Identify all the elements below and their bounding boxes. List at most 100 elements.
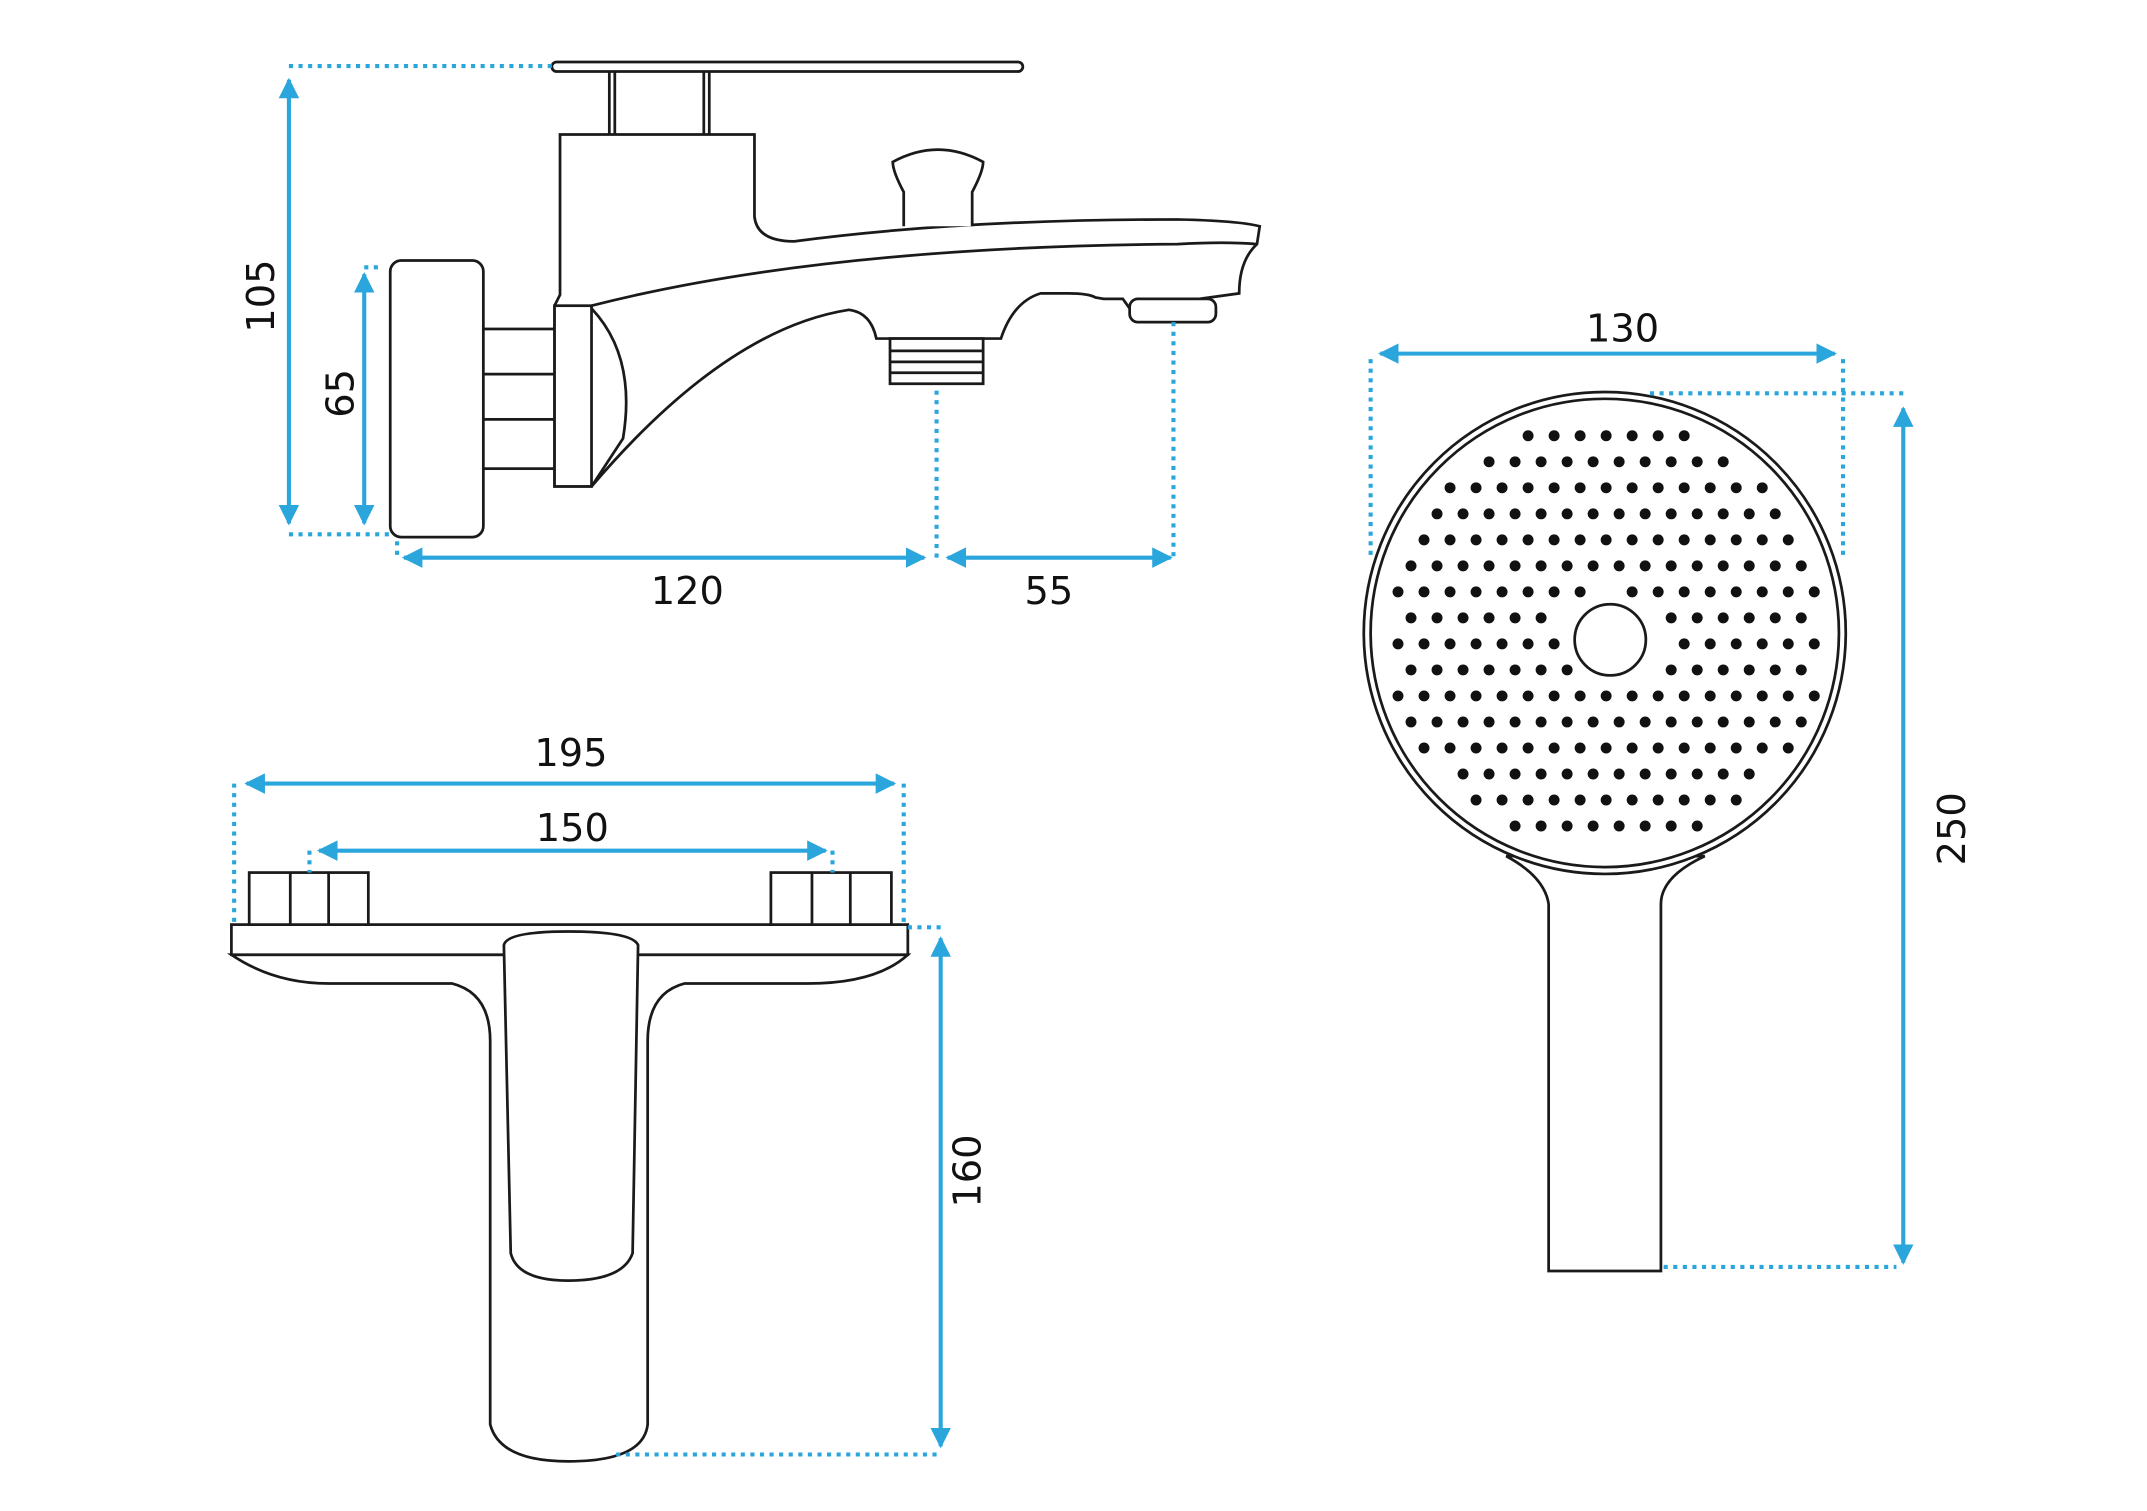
shower-handle bbox=[1505, 854, 1706, 1273]
nozzle-dot bbox=[1561, 456, 1573, 468]
nozzle-dot bbox=[1639, 820, 1651, 832]
nozzle-dot bbox=[1626, 534, 1638, 546]
nozzle-dot bbox=[1600, 742, 1612, 754]
nozzle-dot bbox=[1444, 534, 1456, 546]
nozzle-dot bbox=[1509, 768, 1521, 780]
nozzle-dot bbox=[1665, 508, 1677, 520]
nozzle-dot bbox=[1782, 690, 1794, 702]
nozzle-dot bbox=[1782, 534, 1794, 546]
nozzle-dot bbox=[1691, 612, 1703, 624]
nozzle-dot bbox=[1548, 638, 1560, 650]
nozzle-dot bbox=[1522, 534, 1534, 546]
nozzle-dot bbox=[1665, 716, 1677, 728]
nozzle-dot bbox=[1600, 534, 1612, 546]
nozzle-dot bbox=[1535, 716, 1547, 728]
nozzle-dot bbox=[1483, 716, 1495, 728]
nozzle-dot bbox=[1678, 638, 1690, 650]
nozzle-dot bbox=[1509, 716, 1521, 728]
faucet-body bbox=[553, 133, 1262, 488]
nozzle-dot bbox=[1600, 430, 1612, 442]
nozzle-dot bbox=[1704, 690, 1716, 702]
nozzle-dot bbox=[1691, 768, 1703, 780]
nozzle-dot bbox=[1405, 560, 1417, 572]
nozzle-dot bbox=[1496, 586, 1508, 598]
nozzle-dot bbox=[1652, 430, 1664, 442]
nozzle-dot bbox=[1756, 534, 1768, 546]
nozzle-dot bbox=[1756, 586, 1768, 598]
dim-connection-spacing: 150 bbox=[536, 806, 609, 851]
nozzle-dot bbox=[1782, 638, 1794, 650]
nozzle-dot bbox=[1496, 794, 1508, 806]
nozzle-dot bbox=[1691, 456, 1703, 468]
nozzle-dot bbox=[1717, 768, 1729, 780]
nozzle-dot bbox=[1626, 794, 1638, 806]
side-view-dimensions: 105 65 120 55 bbox=[239, 64, 1176, 614]
nozzle-dot bbox=[1561, 508, 1573, 520]
nozzle-dot bbox=[1405, 716, 1417, 728]
nozzle-dot bbox=[1613, 716, 1625, 728]
nozzle-dot bbox=[1808, 638, 1820, 650]
nozzle-dot bbox=[1405, 612, 1417, 624]
nozzle-dot bbox=[1561, 560, 1573, 572]
nozzle-dot bbox=[1535, 820, 1547, 832]
nozzle-dot bbox=[1522, 794, 1534, 806]
nozzle-dot bbox=[1509, 560, 1521, 572]
aerator bbox=[1128, 297, 1218, 324]
flange bbox=[553, 304, 593, 488]
nozzle-dot bbox=[1470, 742, 1482, 754]
nozzle-dot bbox=[1431, 664, 1443, 676]
nozzle-dot bbox=[1470, 638, 1482, 650]
nozzle-dot bbox=[1470, 586, 1482, 598]
nozzle-dot bbox=[1522, 690, 1534, 702]
nozzle-dot bbox=[1522, 482, 1534, 494]
nozzle-dot bbox=[1704, 638, 1716, 650]
nozzle-dot bbox=[1626, 586, 1638, 598]
nozzle-dot bbox=[1548, 690, 1560, 702]
nut-left bbox=[247, 871, 370, 926]
dim-projection: 160 bbox=[945, 1134, 990, 1207]
dim-height-total: 105 bbox=[239, 260, 284, 333]
nozzle-dot bbox=[1717, 560, 1729, 572]
nozzle-dot bbox=[1561, 768, 1573, 780]
nozzle-dot bbox=[1769, 664, 1781, 676]
nozzle-dot bbox=[1496, 534, 1508, 546]
nozzle-dot bbox=[1470, 690, 1482, 702]
nozzle-dot bbox=[1483, 456, 1495, 468]
nozzle-dot bbox=[1678, 586, 1690, 598]
nozzle-pattern bbox=[1392, 430, 1820, 832]
nozzle-dot bbox=[1691, 820, 1703, 832]
nozzle-dot bbox=[1730, 482, 1742, 494]
nozzle-dot bbox=[1392, 586, 1404, 598]
nozzle-dot bbox=[1652, 534, 1664, 546]
nozzle-dot bbox=[1665, 612, 1677, 624]
nozzle-dot bbox=[1548, 430, 1560, 442]
nozzle-dot bbox=[1613, 820, 1625, 832]
nozzle-dot bbox=[1561, 664, 1573, 676]
nozzle-dot bbox=[1470, 482, 1482, 494]
nozzle-dot bbox=[1418, 742, 1430, 754]
nozzle-dot bbox=[1678, 742, 1690, 754]
handle-stem bbox=[607, 71, 711, 135]
nozzle-dot bbox=[1522, 586, 1534, 598]
nozzle-dot bbox=[1574, 794, 1586, 806]
nozzle-dot bbox=[1652, 690, 1664, 702]
nozzle-dot bbox=[1795, 612, 1807, 624]
nozzle-dot bbox=[1613, 560, 1625, 572]
connector-divider bbox=[483, 372, 555, 421]
nozzle-dot bbox=[1639, 456, 1651, 468]
nozzle-dot bbox=[1730, 794, 1742, 806]
nozzle-dot bbox=[1431, 508, 1443, 520]
hand-shower bbox=[1362, 390, 1848, 1273]
nozzle-dot bbox=[1574, 534, 1586, 546]
nozzle-dot bbox=[1730, 534, 1742, 546]
nozzle-dot bbox=[1652, 482, 1664, 494]
nozzle-dot bbox=[1626, 690, 1638, 702]
nozzle-dot bbox=[1587, 456, 1599, 468]
top-view-faucet bbox=[226, 871, 912, 1463]
nozzle-dot bbox=[1652, 742, 1664, 754]
nozzle-dot bbox=[1587, 560, 1599, 572]
center-button bbox=[1573, 602, 1648, 677]
nozzle-dot bbox=[1509, 612, 1521, 624]
nozzle-dot bbox=[1418, 534, 1430, 546]
nozzle-dot bbox=[1756, 742, 1768, 754]
